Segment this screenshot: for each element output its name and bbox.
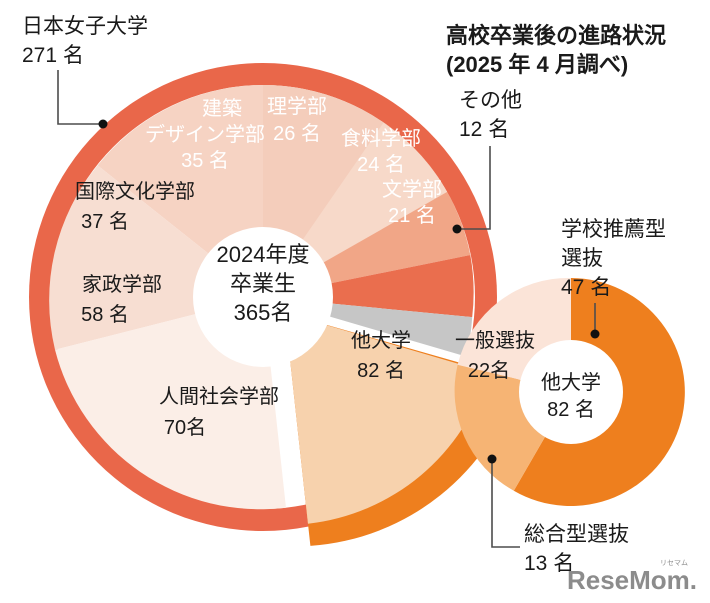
- resemom-logo: リセマム ReseMom.: [567, 559, 697, 595]
- inner-dark-labels: 国際文化学部 37 名 家政学部 58 名 人間社会学部 70名 他大学 82 …: [75, 180, 535, 439]
- sub-donut-hole: [519, 340, 623, 444]
- callout-sonota: その他 12 名: [452, 89, 522, 234]
- sub-donut: [454, 277, 685, 506]
- sub-donut-center-text: 他大学 82 名: [541, 371, 601, 421]
- callout-sogo-line1: 総合型選抜: [524, 523, 629, 546]
- callout-sogo: 総合型選抜 13 名: [487, 454, 629, 575]
- label-shokuryo-line2: 24 名: [357, 153, 405, 176]
- label-shokuryo-line1: 食料学部: [341, 127, 421, 150]
- inner-white-labels: 建築 デザイン学部 35 名 理学部 26 名 食料学部 24 名 文学部 21…: [145, 95, 442, 227]
- sub-center-line1: 他大学: [541, 371, 601, 394]
- callout-suisen-line1: 学校推薦型: [561, 218, 666, 241]
- callout-nihonjoshi-leader: [57, 70, 100, 125]
- label-rigaku-line2: 26 名: [273, 122, 321, 145]
- label-bungaku-line2: 21 名: [388, 204, 436, 227]
- callout-sonota-dot: [452, 224, 462, 234]
- donut-center-text: 2024年度 卒業生 365名: [217, 242, 310, 325]
- label-ningen-line2: 70名: [164, 416, 206, 439]
- callout-sogo-leader: [491, 462, 520, 548]
- donut-hole: [193, 227, 333, 367]
- center-line2: 卒業生: [230, 271, 296, 296]
- callout-sogo-dot: [487, 454, 497, 464]
- label-ippan-line2: 22名: [468, 359, 510, 382]
- callout-gakko-suisen: 学校推薦型 選抜 47 名: [561, 218, 666, 339]
- callout-nihon-joshi: 日本女子大学 271 名: [22, 15, 148, 129]
- label-kasei-line1: 家政学部: [82, 273, 162, 296]
- label-rigaku-line1: 理学部: [267, 95, 327, 118]
- sub-center-line2: 82 名: [547, 398, 595, 421]
- title-line1: 高校卒業後の進路状況: [446, 23, 666, 48]
- label-kenchiku-line1: 建築: [202, 97, 242, 120]
- callout-sonota-leader: [460, 146, 491, 230]
- logo-text: ReseMom.: [567, 565, 697, 595]
- label-tadaigaku-line2: 82 名: [357, 359, 405, 382]
- callout-suisen-line2: 選抜: [561, 247, 603, 270]
- center-line3: 365名: [234, 300, 293, 325]
- page-title: 高校卒業後の進路状況 (2025 年 4 月調べ): [446, 23, 666, 77]
- label-tadaigaku-line1: 他大学: [351, 329, 411, 352]
- title-line2: (2025 年 4 月調べ): [446, 52, 628, 77]
- label-ippan-line1: 一般選抜: [455, 329, 535, 352]
- label-kenchiku-line2: デザイン学部: [145, 123, 265, 146]
- callout-suisen-line3: 47 名: [561, 276, 611, 299]
- callout-sogo-line2: 13 名: [524, 552, 574, 575]
- callout-sonota-line2: 12 名: [459, 118, 509, 141]
- callout-nihonjoshi-dot: [98, 119, 108, 129]
- label-kokusai-line1: 国際文化学部: [75, 180, 195, 203]
- label-kasei-line2: 58 名: [81, 303, 129, 326]
- callout-nihonjoshi-line1: 日本女子大学: [22, 15, 148, 38]
- segment-tadaigaku-face: [285, 313, 488, 524]
- logo-ruby: リセマム: [660, 559, 688, 567]
- callout-suisen-dot: [590, 329, 600, 339]
- label-kokusai-line2: 37 名: [81, 210, 129, 233]
- label-ningen-line1: 人間社会学部: [159, 385, 279, 408]
- center-line1: 2024年度: [217, 242, 310, 267]
- callout-nihonjoshi-line2: 271 名: [22, 44, 84, 67]
- label-bungaku-line1: 文学部: [382, 178, 442, 201]
- callout-sonota-line1: その他: [459, 89, 522, 112]
- label-kenchiku-line3: 35 名: [181, 149, 229, 172]
